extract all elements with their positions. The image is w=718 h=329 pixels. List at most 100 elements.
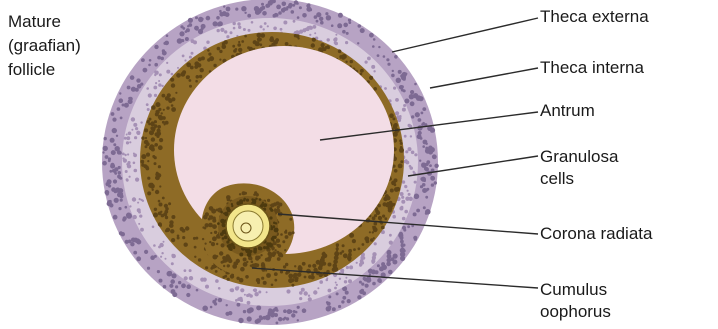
cell-dot bbox=[289, 310, 293, 314]
cell-dot bbox=[345, 61, 347, 63]
cell-dot bbox=[266, 246, 270, 250]
cell-dot bbox=[396, 78, 401, 83]
cell-dot bbox=[181, 283, 186, 288]
cell-dot bbox=[372, 261, 375, 264]
cell-dot bbox=[263, 28, 265, 30]
cell-dot bbox=[190, 66, 194, 70]
cell-dot bbox=[119, 192, 123, 196]
cell-dot bbox=[201, 56, 205, 60]
cell-dot bbox=[343, 23, 348, 28]
cell-dot bbox=[294, 265, 296, 267]
cell-dot bbox=[379, 280, 382, 283]
cell-dot bbox=[274, 279, 277, 282]
cell-dot bbox=[282, 240, 285, 243]
cell-dot bbox=[171, 238, 175, 242]
cell-dot bbox=[119, 231, 123, 235]
cell-dot bbox=[426, 143, 428, 145]
cell-dot bbox=[165, 229, 168, 232]
cell-dot bbox=[401, 200, 405, 204]
cell-dot bbox=[409, 94, 414, 99]
cell-dot bbox=[109, 170, 112, 173]
cell-dot bbox=[389, 234, 392, 237]
cell-dot bbox=[238, 41, 240, 43]
cell-dot bbox=[408, 147, 412, 151]
cell-dot bbox=[157, 270, 160, 273]
cell-dot bbox=[147, 120, 150, 123]
cell-dot bbox=[151, 105, 156, 110]
cell-dot bbox=[277, 244, 281, 248]
cell-dot bbox=[341, 300, 344, 303]
cell-dot bbox=[246, 261, 248, 263]
label-antrum: Antrum bbox=[540, 100, 595, 122]
cell-dot bbox=[283, 21, 287, 25]
cell-dot bbox=[272, 236, 275, 239]
cell-dot bbox=[305, 28, 307, 30]
cell-dot bbox=[410, 101, 415, 106]
cell-dot bbox=[304, 276, 307, 279]
cell-dot bbox=[226, 35, 229, 38]
cell-dot bbox=[342, 244, 345, 247]
cell-dot bbox=[218, 287, 221, 290]
cell-dot bbox=[311, 273, 314, 276]
cell-dot bbox=[292, 231, 295, 234]
cell-dot bbox=[306, 7, 311, 12]
cell-dot bbox=[115, 146, 120, 151]
cell-dot bbox=[217, 47, 221, 51]
cell-dot bbox=[256, 258, 259, 261]
cell-dot bbox=[359, 281, 362, 284]
cell-dot bbox=[159, 224, 162, 227]
cell-dot bbox=[288, 5, 291, 8]
cell-dot bbox=[425, 163, 428, 166]
cell-dot bbox=[373, 38, 376, 41]
cell-dot bbox=[334, 42, 337, 45]
cell-dot bbox=[198, 29, 203, 34]
cell-dot bbox=[316, 20, 319, 23]
cell-dot bbox=[334, 287, 337, 290]
cell-dot bbox=[186, 293, 190, 297]
cell-dot bbox=[289, 218, 292, 221]
cell-dot bbox=[395, 111, 399, 115]
cell-dot bbox=[308, 264, 311, 267]
cell-dot bbox=[419, 160, 421, 162]
cell-dot bbox=[372, 45, 375, 48]
cell-dot bbox=[114, 198, 119, 203]
cell-dot bbox=[336, 249, 338, 251]
cell-dot bbox=[410, 90, 414, 94]
cell-dot bbox=[134, 169, 138, 173]
cell-dot bbox=[265, 258, 269, 262]
cell-dot bbox=[135, 88, 139, 92]
cell-dot bbox=[272, 313, 275, 316]
cell-dot bbox=[275, 38, 279, 42]
cell-dot bbox=[405, 73, 408, 76]
cell-dot bbox=[249, 294, 253, 298]
cell-dot bbox=[158, 127, 160, 129]
cell-dot bbox=[274, 13, 277, 16]
cell-dot bbox=[105, 155, 109, 159]
cell-dot bbox=[166, 70, 170, 74]
cell-dot bbox=[182, 27, 185, 30]
cell-dot bbox=[277, 257, 281, 261]
cell-dot bbox=[266, 273, 271, 278]
cell-dot bbox=[144, 250, 148, 254]
cell-dot bbox=[263, 281, 267, 285]
cell-dot bbox=[421, 112, 424, 115]
cell-dot bbox=[112, 169, 116, 173]
cell-dot bbox=[251, 21, 254, 24]
cell-dot bbox=[357, 295, 361, 299]
cell-dot bbox=[148, 93, 152, 97]
cell-dot bbox=[376, 211, 380, 215]
cell-dot bbox=[171, 215, 175, 219]
cell-dot bbox=[266, 3, 270, 7]
label-text: Theca interna bbox=[540, 57, 644, 79]
cell-dot bbox=[259, 198, 262, 201]
cell-dot bbox=[147, 177, 150, 180]
cell-dot bbox=[297, 306, 300, 309]
cell-dot bbox=[125, 170, 128, 173]
cell-dot bbox=[221, 261, 224, 264]
cell-dot bbox=[161, 214, 165, 218]
cell-dot bbox=[278, 252, 283, 257]
cell-dot bbox=[119, 98, 124, 103]
cell-dot bbox=[299, 6, 302, 9]
cell-dot bbox=[420, 185, 423, 188]
cell-dot bbox=[218, 298, 222, 302]
